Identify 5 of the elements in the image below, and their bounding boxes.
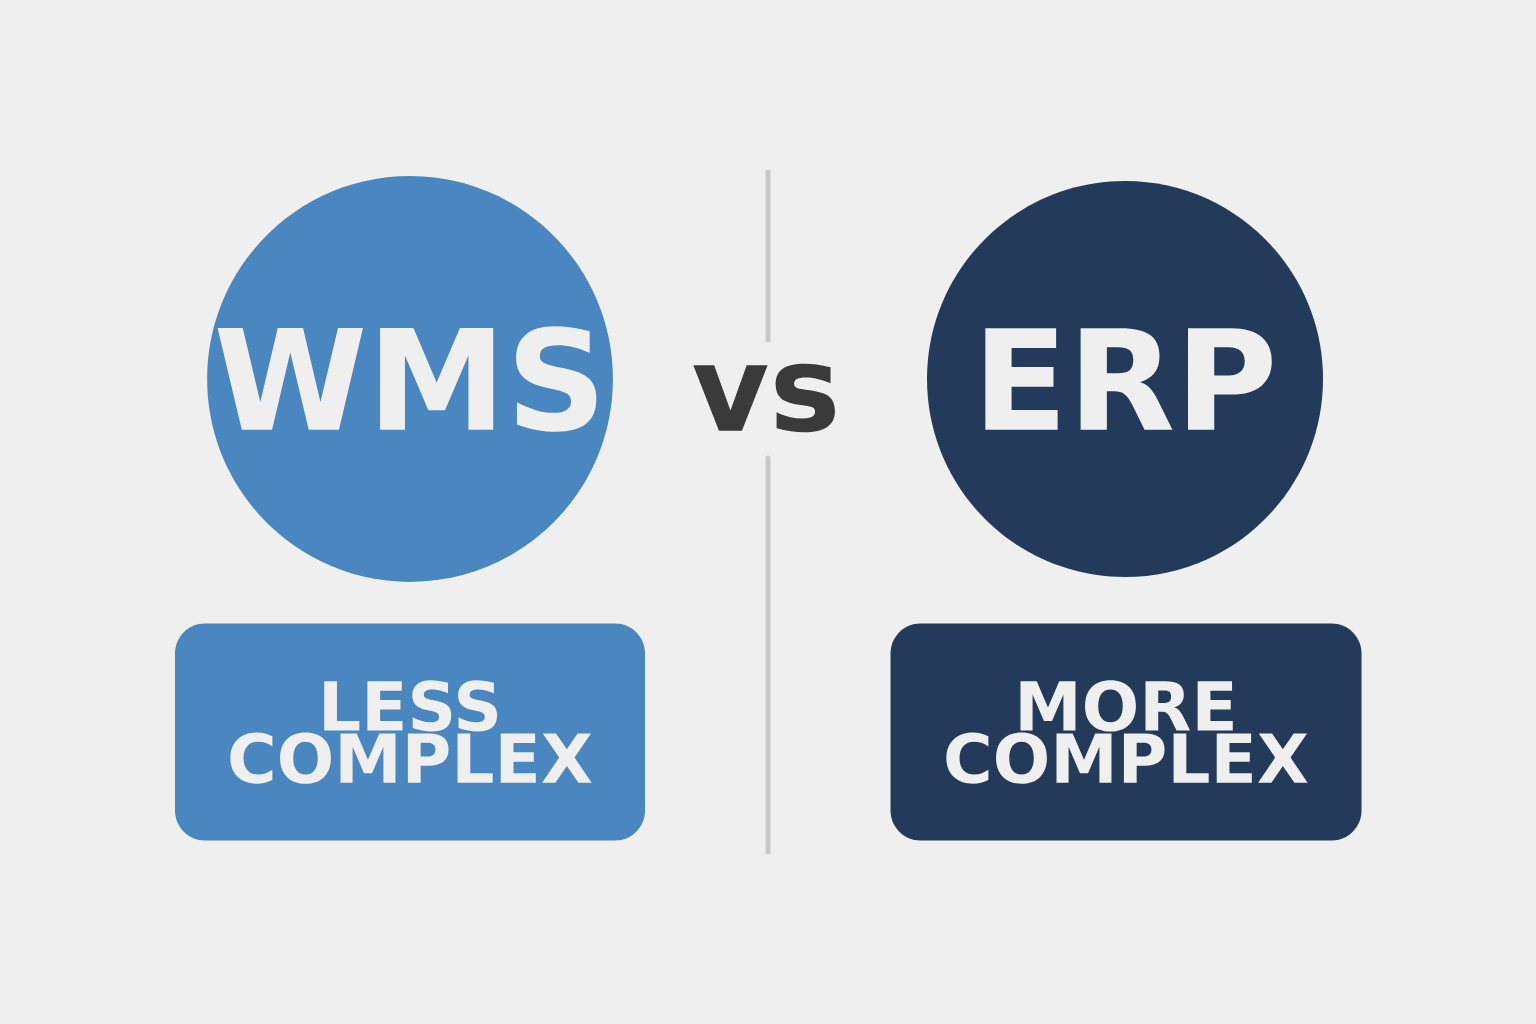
label-box: MORE COMPLEX: [890, 623, 1362, 841]
vs-label: vs: [693, 363, 835, 433]
label-box: LESS COMPLEX: [175, 623, 645, 841]
circle-badge: WMS: [207, 176, 613, 582]
circle-badge: ERP: [927, 181, 1323, 577]
